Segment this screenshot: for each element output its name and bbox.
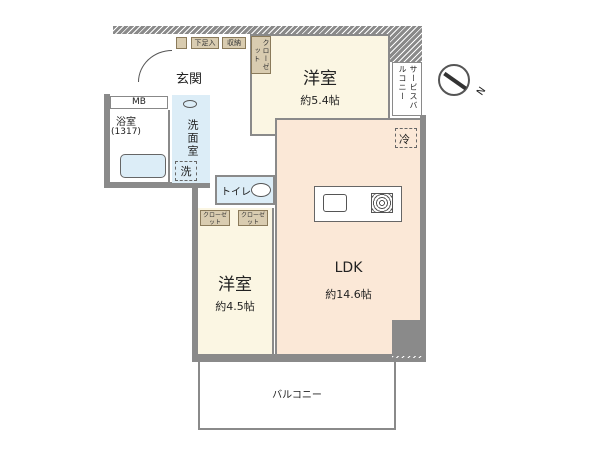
ldk-corner-cut	[392, 320, 424, 356]
balcony-label: バルコニー	[272, 390, 322, 401]
bathroom-label: 浴室	[116, 117, 136, 128]
ldk: LDK 約14.6帖 冷	[275, 118, 424, 356]
ldk-area: 約14.6帖	[325, 288, 372, 301]
western-room-2: 洋室 約4.5帖	[198, 208, 274, 354]
compass-icon	[438, 64, 470, 96]
washer-space: 洗	[175, 161, 197, 181]
washroom-label: 洗面室	[186, 119, 199, 158]
top-wall	[113, 26, 393, 34]
bathtub-icon	[120, 154, 166, 178]
toilet: トイレ	[215, 175, 275, 205]
bottom-wall	[192, 354, 426, 362]
left-wall	[104, 94, 110, 186]
service-balcony: サービスバルコニー	[392, 62, 422, 116]
closet-1: クローゼット	[200, 210, 230, 226]
fridge-space: 冷	[395, 128, 417, 148]
stove-icon	[371, 193, 393, 213]
storage: 収納	[222, 37, 246, 49]
ldk-name: LDK	[334, 260, 363, 276]
fridge-label: 冷	[399, 133, 410, 146]
compass-north-label: N	[475, 85, 489, 98]
western-room-1-area: 約5.4帖	[300, 94, 340, 107]
sink-icon	[183, 100, 197, 108]
shoe-storage: 下足入	[191, 37, 219, 49]
toilet-label: トイレ	[221, 187, 251, 198]
right-wall	[420, 115, 426, 360]
western-room-2-area: 約4.5帖	[215, 300, 255, 313]
shoe-storage-small	[176, 37, 187, 49]
bathroom: 浴室 (1317)	[110, 110, 170, 182]
mb: MB	[110, 96, 168, 109]
closet-vertical: クローゼット	[251, 36, 271, 74]
entrance-label: 玄関	[176, 72, 203, 87]
right-upper-wall	[390, 26, 422, 62]
balcony: バルコニー	[198, 362, 396, 430]
bedroom2-left-wall	[192, 188, 198, 360]
kitchen-counter	[314, 186, 402, 222]
closet-2: クローゼット	[238, 210, 268, 226]
service-balcony-label: サービスバルコニー	[398, 65, 418, 110]
washroom: 洗面室 洗	[172, 95, 210, 183]
western-room-2-name: 洋室	[218, 275, 252, 295]
kitchen-sink-icon	[323, 194, 347, 212]
bathroom-size: (1317)	[111, 127, 141, 137]
western-room-1-name: 洋室	[303, 69, 337, 89]
bath-bottom-wall	[104, 182, 210, 188]
mb-label: MB	[132, 97, 146, 107]
entrance-door[interactable]	[138, 50, 172, 82]
toilet-icon	[251, 183, 271, 197]
